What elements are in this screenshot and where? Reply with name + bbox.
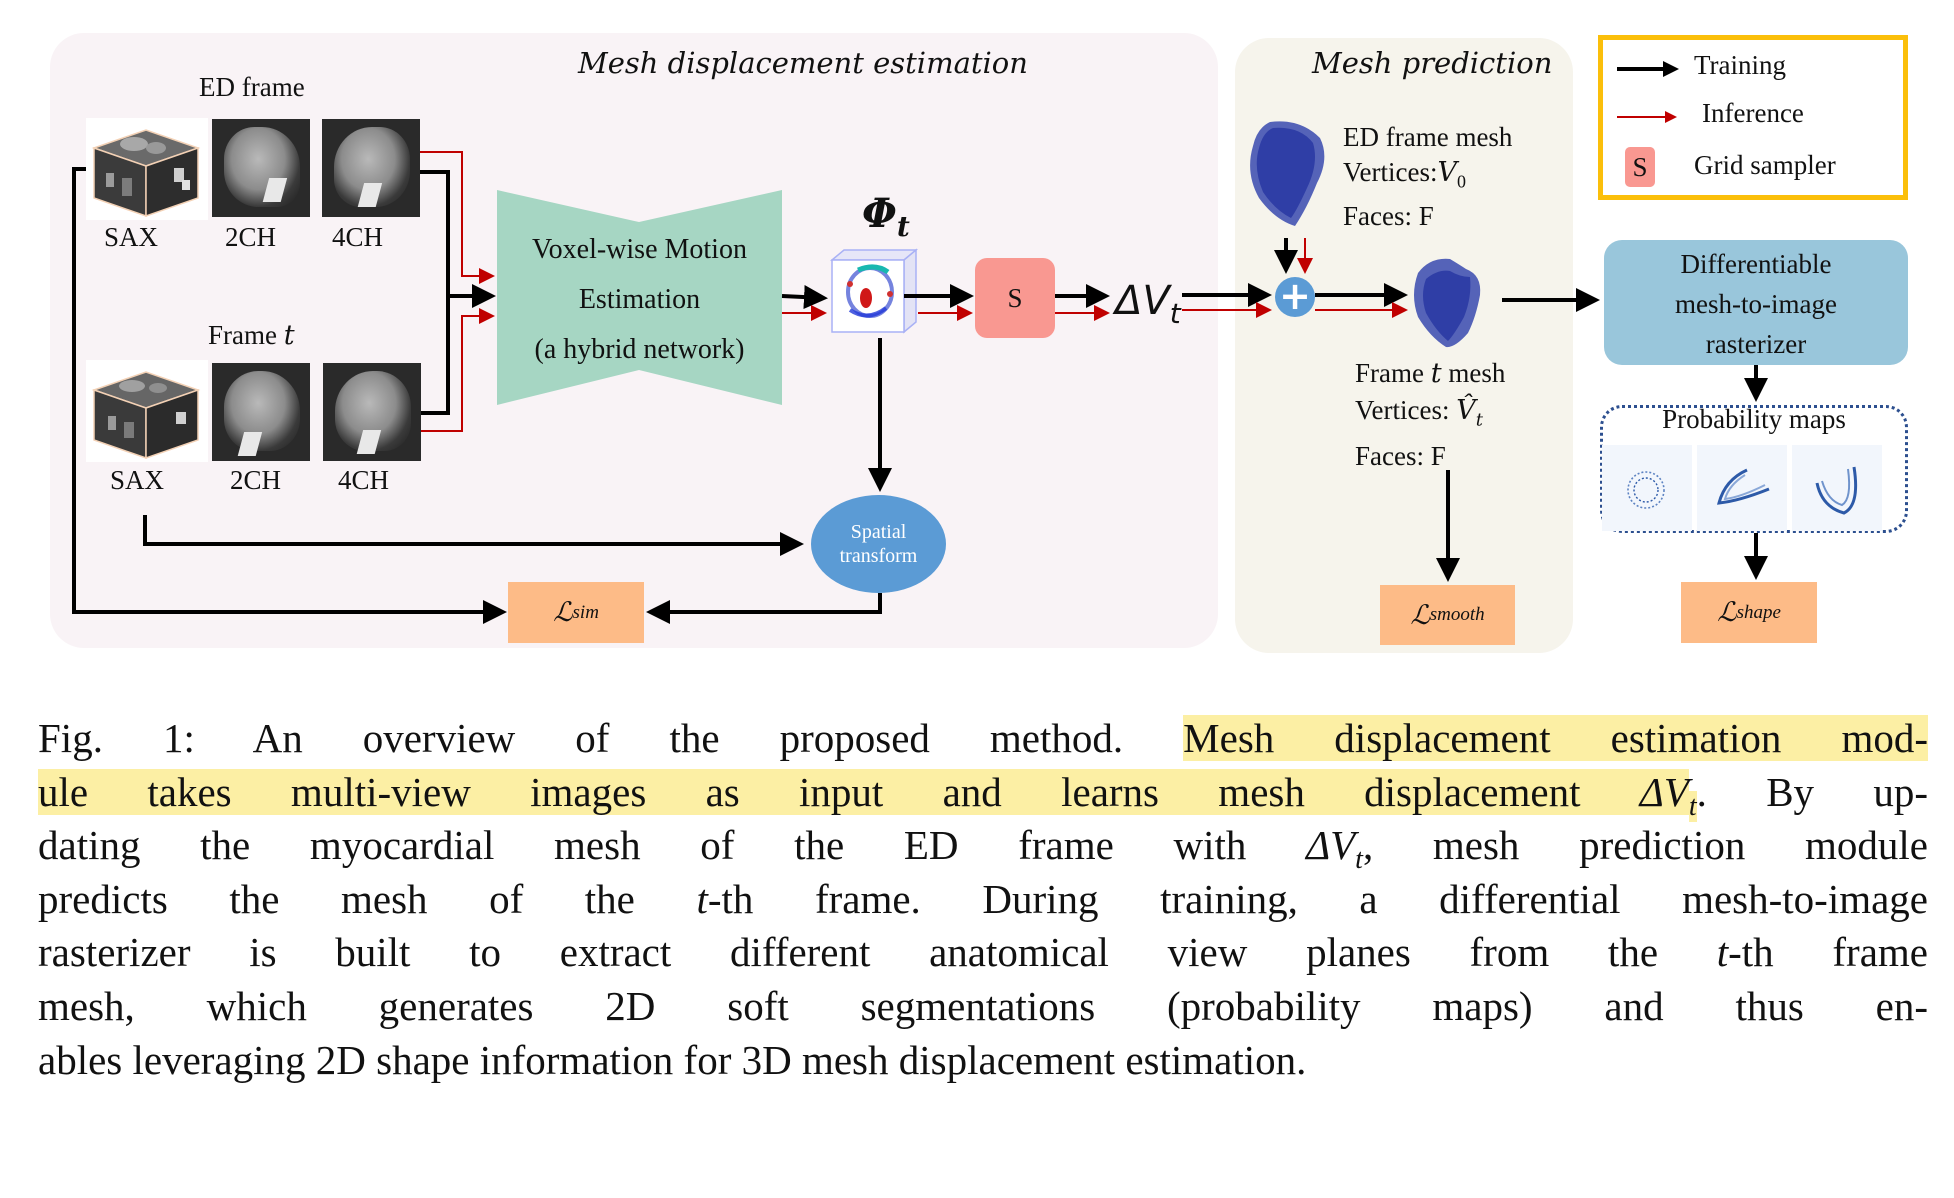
caption-text: ule takes multi-view images as input and… bbox=[38, 768, 1640, 815]
ed-view-label-4ch: 4CH bbox=[332, 222, 384, 252]
ed-2ch-image bbox=[212, 119, 310, 217]
figure-caption: Fig. 1: An overview of the proposed meth… bbox=[38, 712, 1928, 1087]
t-sax-cube-image bbox=[86, 360, 208, 462]
arrow-ed-to-motion-training bbox=[420, 170, 450, 296]
motion-estimation-block bbox=[497, 190, 782, 405]
probability-maps-box bbox=[1600, 405, 1908, 533]
probability-map-sax bbox=[1602, 445, 1692, 531]
t-view-label-2ch: 2CH bbox=[230, 465, 282, 495]
deformation-field-cube bbox=[830, 248, 919, 334]
t-view-label-sax: SAX bbox=[110, 465, 165, 495]
ed-view-label-2ch: 2CH bbox=[225, 222, 277, 252]
caption-text: dating the myocardial mesh of the ED fra… bbox=[38, 822, 1307, 869]
probability-map-2ch bbox=[1697, 445, 1787, 531]
motion-estimation-label: Voxel-wise Motion Estimation (a hybrid n… bbox=[532, 234, 747, 365]
legend-inference-label: Inference bbox=[1702, 98, 1804, 128]
caption-line: dating the myocardial mesh of the ED fra… bbox=[38, 819, 1928, 876]
legend-training-label: Training bbox=[1694, 50, 1787, 80]
caption-text: rasterizer is built to extract different… bbox=[38, 929, 1717, 976]
arrow-motion-to-phi-training bbox=[781, 285, 828, 310]
arrow-ed-sax-to-loss-sim bbox=[72, 167, 507, 624]
caption-text: t bbox=[1688, 790, 1697, 822]
mesh-prediction-title: Mesh prediction bbox=[1312, 46, 1553, 80]
arrow-t-sax-to-transform bbox=[143, 515, 804, 556]
caption-text: -th frame bbox=[1728, 929, 1928, 976]
caption-text: t bbox=[1716, 929, 1729, 976]
arrow-ed-to-motion-inference bbox=[420, 151, 495, 284]
frame-t-label: Frame t bbox=[208, 320, 295, 351]
caption-line: predicts the mesh of the t-th frame. Dur… bbox=[38, 873, 1928, 927]
caption-text: , mesh prediction module bbox=[1362, 822, 1928, 869]
ed-4ch-image bbox=[322, 119, 420, 217]
caption-text: ΔV bbox=[1639, 768, 1689, 815]
caption-text: t bbox=[1355, 844, 1363, 876]
ed-view-label-sax: SAX bbox=[104, 222, 159, 252]
arrow-transform-to-loss-sim bbox=[646, 593, 882, 624]
caption-text: ΔV bbox=[1306, 822, 1356, 869]
caption-text: predicts the mesh of the bbox=[38, 875, 697, 922]
caption-line: rasterizer is built to extract different… bbox=[38, 926, 1928, 980]
legend-sampler-label: Grid sampler bbox=[1694, 150, 1836, 180]
t-4ch-image bbox=[323, 363, 421, 461]
arrow-connections bbox=[72, 151, 1768, 624]
caption-text: ables leveraging 2D shape information fo… bbox=[38, 1036, 1307, 1083]
caption-text: Fig. 1: An overview of the proposed meth… bbox=[38, 715, 1184, 761]
caption-text: Mesh displacement estimation mod- bbox=[1183, 715, 1928, 761]
spatial-transform-node: Spatial transform bbox=[811, 495, 946, 593]
caption-line: Fig. 1: An overview of the proposed meth… bbox=[38, 712, 1928, 766]
legend-arrows bbox=[1617, 61, 1679, 123]
ed-sax-cube-image bbox=[86, 118, 208, 220]
arrow-t-to-motion-inference bbox=[421, 308, 495, 432]
frame-t-mesh-info: Frame t mesh Vertices: V̂t Faces: F bbox=[1355, 358, 1506, 472]
caption-line: mesh, which generates 2D soft segmentati… bbox=[38, 980, 1928, 1034]
caption-text: . By up- bbox=[1696, 768, 1929, 815]
caption-text: t bbox=[696, 875, 708, 922]
t-2ch-image bbox=[212, 363, 310, 461]
ed-frame-label: ED frame bbox=[199, 72, 305, 102]
grid-sampler-box: S bbox=[975, 258, 1055, 338]
caption-text: mesh, which generates 2D soft segmentati… bbox=[38, 982, 1928, 1029]
probability-maps-label: Probability maps bbox=[1662, 404, 1846, 434]
probability-map-4ch bbox=[1792, 445, 1882, 531]
arrow-t-to-motion-training bbox=[421, 284, 496, 415]
legend-sampler-icon: S bbox=[1625, 147, 1655, 187]
caption-text: -th frame. During training, a differenti… bbox=[707, 875, 1929, 922]
add-operator-icon: + bbox=[1275, 277, 1315, 317]
ed-frame-mesh-info: ED frame mesh Vertices:V0 Faces: F bbox=[1343, 122, 1513, 232]
frame-t-mesh-image bbox=[1414, 258, 1481, 348]
ed-frame-mesh-image bbox=[1250, 121, 1325, 226]
caption-line: ule takes multi-view images as input and… bbox=[38, 766, 1929, 822]
t-view-label-4ch: 4CH bbox=[338, 465, 390, 495]
delta-v-t-label: ΔVt bbox=[1115, 278, 1181, 330]
phi-t-label: Φt bbox=[862, 190, 910, 243]
rasterizer-box: Differentiable mesh-to-image rasterizer bbox=[1604, 240, 1908, 365]
mesh-displacement-estimation-title: Mesh displacement estimation bbox=[578, 46, 1028, 80]
caption-line: ables leveraging 2D shape information fo… bbox=[38, 1034, 1928, 1088]
